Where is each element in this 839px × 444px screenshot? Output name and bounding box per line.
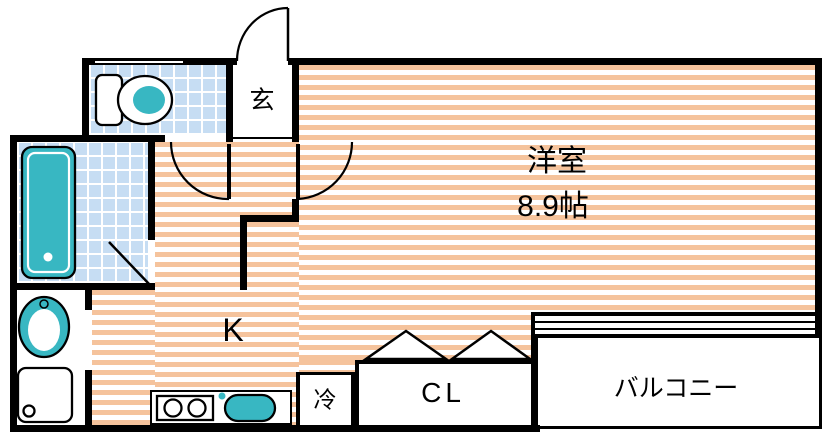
wall-fridge-left (296, 372, 300, 425)
wall-washroom-right-upper (85, 283, 92, 310)
wall-toilet-left (82, 58, 89, 142)
wall-bath-right (148, 135, 155, 240)
wall-fridge-top (296, 372, 355, 375)
wall-bath-bottom (10, 283, 155, 290)
wall-bottom (10, 425, 540, 432)
wall-top-right (288, 58, 822, 65)
kitchen-floor-left (92, 290, 155, 425)
closet-floor (359, 364, 531, 425)
wall-main-left-lower (292, 199, 299, 222)
entrance-step-line (233, 137, 292, 139)
balcony-edge-bottom (535, 426, 822, 429)
refrigerator-label: 冷 (313, 386, 337, 413)
wall-kitchen-step-h (240, 215, 299, 222)
wall-closet-front (355, 360, 535, 364)
wall-entrance-right (292, 58, 299, 142)
kitchen-label: K (222, 312, 244, 348)
entrance-label: 玄 (249, 86, 275, 115)
refrigerator-floor (300, 375, 351, 425)
balcony-window (535, 312, 815, 338)
window-rail-line (535, 328, 815, 330)
fridge-nook-floor (299, 360, 355, 375)
wall-toilet-entrance (226, 58, 233, 142)
main-room-floor-lower (299, 315, 535, 360)
wall-bath-top (10, 135, 165, 142)
closet-label: CL (421, 377, 465, 408)
wall-closet-left (355, 360, 359, 425)
balcony-edge-right (819, 338, 822, 429)
balcony-floor (538, 338, 815, 425)
wall-right (815, 58, 822, 338)
main-room-size-label: 8.9帖 (517, 190, 589, 223)
kitchen-floor (155, 142, 299, 425)
wall-kitchen-step-v (240, 215, 247, 290)
toilet-window (95, 60, 183, 63)
entry-door (235, 6, 290, 62)
main-room-label: 洋室 (527, 145, 587, 178)
toilet-room-floor (89, 65, 226, 135)
bathroom-floor (17, 142, 148, 283)
washroom-floor (17, 290, 85, 425)
wall-fridge-right (351, 372, 355, 425)
entrance-floor (233, 65, 292, 137)
wall-closet-balcony (531, 312, 538, 425)
balcony-label: バルコニー (613, 374, 739, 403)
wall-washroom-right-lower (85, 370, 92, 425)
window-rail-line (535, 321, 815, 323)
main-room-floor (299, 65, 815, 315)
kitchen-counter (150, 390, 292, 425)
